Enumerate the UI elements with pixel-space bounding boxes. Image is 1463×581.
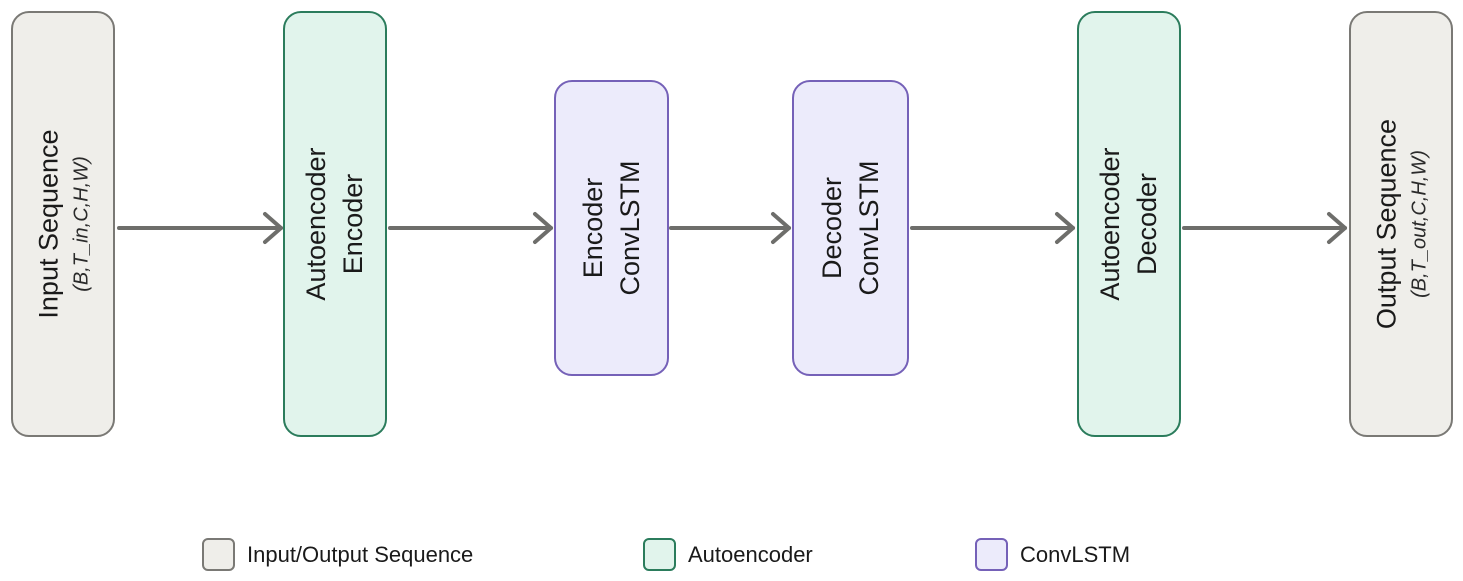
legend-autoencoder-swatch	[643, 538, 676, 571]
output-sequence-text: Output Sequence (B,T_out,C,H,W)	[1369, 119, 1434, 329]
autoencoder-encoder-text: Autoencoder Encoder	[298, 147, 372, 300]
decoder-convlstm-text: Decoder ConvLSTM	[814, 160, 888, 295]
autoencoder-decoder-block: Autoencoder Decoder	[1077, 11, 1181, 437]
input-sequence-block: Input Sequence (B,T_in,C,H,W)	[11, 11, 115, 437]
legend-io-label: Input/Output Sequence	[247, 541, 474, 567]
output-sequence-shape: (B,T_out,C,H,W)	[1408, 150, 1431, 298]
arrow-ae-encoder-to-enc-convlstm-head	[533, 212, 553, 244]
legend-convlstm-label: ConvLSTM	[1020, 541, 1131, 567]
autoencoder-decoder-text: Autoencoder Decoder	[1092, 147, 1166, 300]
legend-autoencoder-label: Autoencoder	[688, 541, 813, 567]
encoder-convlstm-block: Encoder ConvLSTM	[554, 80, 669, 376]
output-sequence-title: Output Sequence	[1371, 118, 1402, 330]
encoder-convlstm-text: Encoder ConvLSTM	[575, 160, 649, 295]
decoder-convlstm-line2: ConvLSTM	[853, 160, 884, 296]
legend-convlstm: ConvLSTM	[975, 538, 1130, 571]
output-sequence-block: Output Sequence (B,T_out,C,H,W)	[1349, 11, 1453, 437]
legend-convlstm-swatch	[975, 538, 1008, 571]
autoencoder-encoder-line1: Autoencoder	[301, 147, 331, 301]
legend-autoencoder: Autoencoder	[643, 538, 813, 571]
autoencoder-encoder-block: Autoencoder Encoder	[283, 11, 387, 437]
decoder-convlstm-line1: Decoder	[816, 176, 847, 280]
arrow-enc-convlstm-to-dec-convlstm-head	[771, 212, 791, 244]
arrow-ae-decoder-to-output-head	[1327, 212, 1347, 244]
autoencoder-encoder-line2: Encoder	[338, 173, 368, 275]
encoder-convlstm-line2: ConvLSTM	[614, 160, 645, 296]
autoencoder-decoder-line2: Decoder	[1132, 172, 1162, 276]
legend-io: Input/Output Sequence	[202, 538, 473, 571]
encoder-convlstm-line1: Encoder	[577, 177, 608, 279]
legend-io-swatch	[202, 538, 235, 571]
input-sequence-shape: (B,T_in,C,H,W)	[70, 156, 93, 292]
input-sequence-text: Input Sequence (B,T_in,C,H,W)	[31, 129, 96, 318]
decoder-convlstm-block: Decoder ConvLSTM	[792, 80, 909, 376]
arrow-dec-convlstm-to-ae-decoder-head	[1055, 212, 1075, 244]
autoencoder-decoder-line1: Autoencoder	[1095, 147, 1125, 301]
arrow-input-to-ae-encoder-head	[263, 212, 283, 244]
input-sequence-title: Input Sequence	[33, 129, 64, 319]
